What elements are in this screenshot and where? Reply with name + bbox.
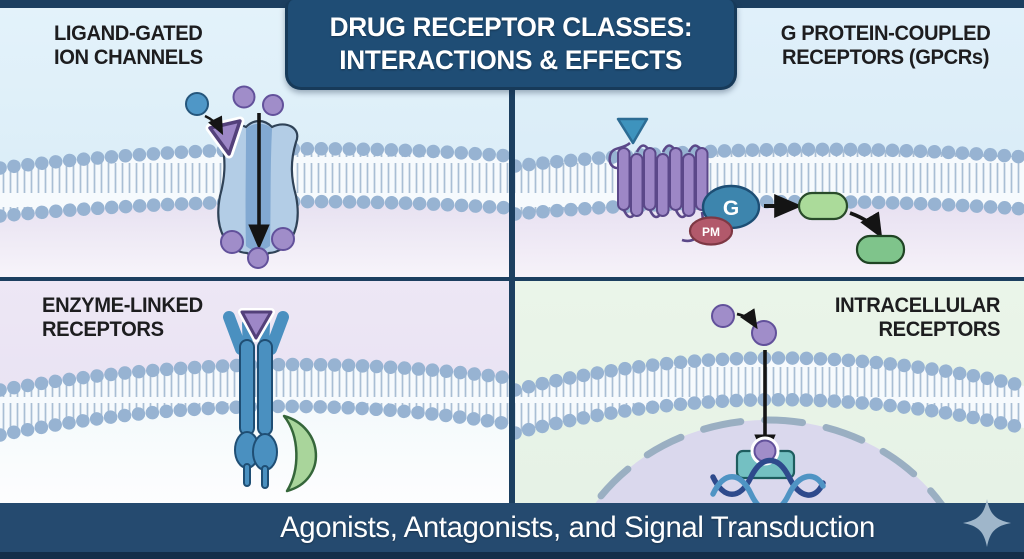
binding-arrow <box>204 114 224 136</box>
heading-intracellular-receptors: INTRACELLULAR RECEPTORS <box>834 294 1001 343</box>
dna-double-helix <box>710 457 826 503</box>
main-title-box: DRUG RECEPTOR CLASSES: INTERACTIONS & EF… <box>285 0 737 90</box>
panel-enzyme-linked-receptors <box>0 281 509 503</box>
heading-line: RECEPTORS (GPCRs) <box>781 46 989 70</box>
heading-ligand-gated-ion-channels: LIGAND-GATED ION CHANNELS <box>54 22 203 71</box>
heading-line: ENZYME-LINKED <box>42 294 203 317</box>
membrane-bilayer <box>515 351 1024 440</box>
drug-molecule-blue <box>185 92 209 116</box>
gpcr-receptor <box>608 141 709 243</box>
main-title-line-1: DRUG RECEPTOR CLASSES: <box>329 11 693 42</box>
heading-line: ION CHANNELS <box>54 46 203 70</box>
panel-gpcr: G PM <box>515 8 1024 277</box>
enzyme-linked-illustration <box>0 281 509 503</box>
effector-molecule-1 <box>797 191 849 221</box>
intracellular-illustration <box>515 281 1024 503</box>
heading-gpcr: G PROTEIN-COUPLED RECEPTORS (GPCRs) <box>780 22 990 71</box>
sparkle-icon <box>962 498 1012 548</box>
agonist-triangle-ligand <box>238 308 275 342</box>
panel-intracellular-receptors <box>515 281 1024 503</box>
footer-bar: Agonists, Antagonists, and Signal Transd… <box>0 503 1024 559</box>
enzyme-linked-receptor <box>223 311 289 489</box>
heading-line: INTRACELLULAR <box>834 294 1001 317</box>
heading-line: RECEPTORS <box>878 318 1000 342</box>
g-protein-label: G <box>723 197 739 220</box>
nuclear-envelope-dashed <box>591 416 945 503</box>
footer-caption: Agonists, Antagonists, and Signal Transd… <box>280 510 876 544</box>
ion-particles <box>220 85 295 269</box>
main-title-line-2: INTERACTIONS & EFFECTS <box>339 44 683 75</box>
heading-line: LIGAND-GATED <box>54 22 203 45</box>
agonist-triangle-ligand <box>616 117 649 145</box>
gpcr-illustration: G PM <box>515 8 1024 277</box>
heading-line: G PROTEIN-COUPLED <box>780 22 990 45</box>
enzyme-crescent <box>282 414 318 493</box>
heading-enzyme-linked-receptors: ENZYME-LINKED RECEPTORS <box>42 294 203 343</box>
pm-subunit: PM <box>688 216 734 246</box>
effector-molecule-2 <box>855 234 906 265</box>
diffusion-arrow <box>736 308 758 330</box>
cytoplasm <box>515 201 1024 277</box>
heading-line: RECEPTORS <box>42 318 164 342</box>
signal-arrow-2 <box>849 211 883 239</box>
steroid-ligand-particles <box>711 304 777 346</box>
pm-label: PM <box>702 225 720 239</box>
